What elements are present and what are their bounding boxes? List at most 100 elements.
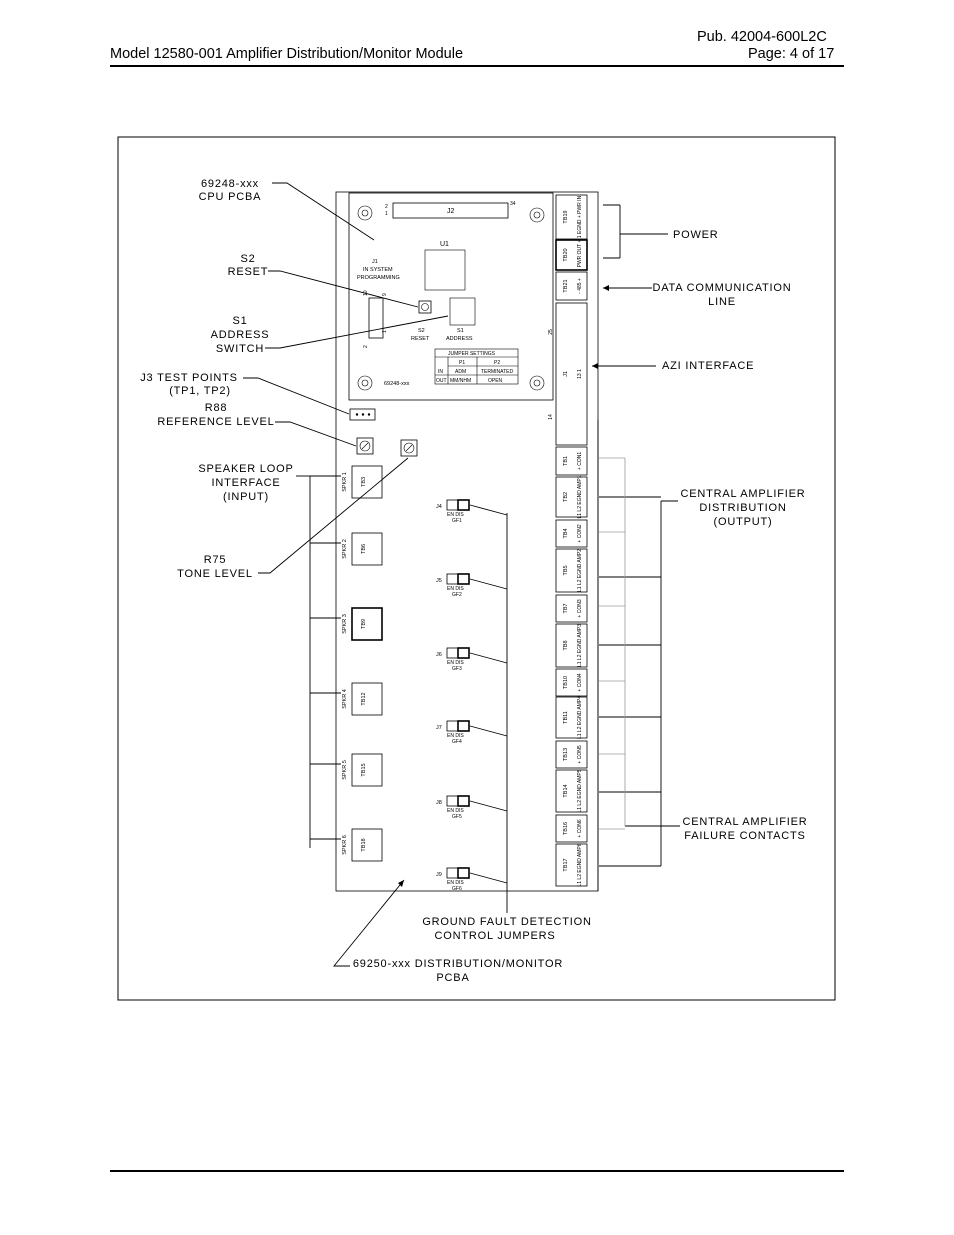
terminal-id: TB10 bbox=[563, 676, 569, 689]
speaker-label: SPKR 3 bbox=[342, 614, 348, 634]
terminal-block bbox=[555, 843, 588, 887]
terminal-block bbox=[555, 623, 588, 668]
terminal-pins: L1 L2 EGND AMP2 bbox=[577, 549, 583, 592]
j1-pin-9: 9 bbox=[382, 293, 388, 296]
header-rule bbox=[110, 65, 844, 67]
gf-jumper-en-dis: EN DIS bbox=[447, 733, 464, 739]
speaker-terminal-block bbox=[351, 682, 383, 716]
jumper-table-row-out: OUT bbox=[436, 378, 447, 384]
jumper-table-out-p1: MM/NHM bbox=[450, 378, 471, 384]
terminal-id: TB14 bbox=[563, 784, 569, 797]
terminal-pin-bottom: 14 bbox=[548, 414, 554, 420]
gf-jumper-en-dis: EN DIS bbox=[447, 512, 464, 518]
j3-test-points-callout: J3 TEST POINTS(TP1, TP2) bbox=[140, 372, 238, 397]
terminal-block bbox=[555, 519, 588, 548]
s1-leader bbox=[265, 315, 449, 349]
s2-switch-knob bbox=[421, 303, 429, 311]
terminal-pins: L1 L2 EGND AMP4 bbox=[577, 696, 583, 739]
j1-label: J1 bbox=[372, 259, 378, 265]
terminal-id: TB21 bbox=[563, 279, 569, 292]
terminal-pins: + CON1 bbox=[577, 452, 583, 470]
terminal-block bbox=[555, 302, 588, 446]
j2-pin-34: 34 bbox=[510, 201, 516, 207]
s1-address-label: ADDRESS bbox=[446, 336, 473, 342]
s1-address-switch bbox=[449, 297, 476, 326]
terminal-pins: + CON4 bbox=[577, 673, 583, 691]
s2-reset-switch bbox=[418, 300, 432, 314]
speaker-terminal-id: TB3 bbox=[361, 477, 367, 487]
gf-jumper-en-dis: EN DIS bbox=[447, 808, 464, 814]
j1-isp-label: IN SYSTEM bbox=[363, 267, 393, 273]
terminal-pins: + CON6 bbox=[577, 819, 583, 837]
cpu-pcba-leader bbox=[272, 182, 375, 241]
s2-label: S2 bbox=[418, 328, 425, 334]
speaker-terminal-block bbox=[351, 465, 383, 499]
j2-pin-2: 2 bbox=[385, 204, 388, 210]
gf-jumper-leader bbox=[469, 652, 508, 664]
terminal-block bbox=[555, 594, 588, 623]
speaker-label: SPKR 5 bbox=[342, 760, 348, 780]
terminal-pins: - PWR OUT + bbox=[577, 239, 583, 270]
j2-pin-1: 1 bbox=[385, 211, 388, 217]
terminal-id: TB20 bbox=[563, 248, 569, 261]
gf-jumper-id: J6 bbox=[436, 652, 442, 658]
s2-leader bbox=[268, 270, 419, 308]
s2-reset-label: RESET bbox=[411, 336, 430, 342]
gf-jumper-en-dis: EN DIS bbox=[447, 660, 464, 666]
u1-label: U1 bbox=[440, 241, 449, 248]
speaker-terminal-block bbox=[351, 753, 383, 787]
gf-jumper-shunt bbox=[457, 499, 470, 511]
r75-knob bbox=[403, 442, 415, 454]
gf-jumper-leader bbox=[469, 578, 508, 590]
speaker-terminal-id: TB6 bbox=[361, 544, 367, 554]
terminal-id: TB13 bbox=[563, 748, 569, 761]
gf-jumper-gf: GF1 bbox=[452, 518, 462, 524]
j1-pin-2: 2 bbox=[363, 345, 369, 348]
u1-chip bbox=[424, 249, 466, 291]
cpu-board-outline bbox=[348, 192, 554, 401]
terminal-id: TB1 bbox=[563, 456, 569, 466]
gf-jumper-leader bbox=[469, 504, 508, 516]
gf-jumper-shunt bbox=[457, 867, 470, 879]
jumper-settings-table: JUMPER SETTINGS P1 P2 IN ADM TERMINATED … bbox=[434, 348, 519, 385]
gf-jumper-id: J8 bbox=[436, 800, 442, 806]
jumper-table-in-p2: TERMINATED bbox=[481, 369, 514, 375]
speaker-terminal-id: TB12 bbox=[361, 692, 367, 705]
gf-jumper-en-dis: EN DIS bbox=[447, 586, 464, 592]
j2-connector bbox=[392, 202, 509, 219]
terminal-block bbox=[555, 668, 588, 697]
terminal-id: J1 bbox=[563, 371, 569, 377]
terminal-pins: L1 L2 EGND AMP1 bbox=[577, 475, 583, 518]
document-title: Model 12580-001 Amplifier Distribution/M… bbox=[110, 46, 464, 62]
jumper-table-col-p1: P1 bbox=[459, 360, 465, 366]
azi-arrow bbox=[592, 363, 598, 369]
terminal-id: TB8 bbox=[563, 640, 569, 650]
terminal-block bbox=[555, 548, 588, 593]
j3-leader bbox=[243, 377, 350, 415]
tp1-pin bbox=[355, 413, 359, 416]
gf-jumper-shunt bbox=[457, 573, 470, 585]
gf-jumper-gf: GF3 bbox=[452, 666, 462, 672]
r88-leader bbox=[275, 421, 357, 447]
terminal-block bbox=[555, 271, 588, 301]
data-comm-arrow bbox=[603, 285, 609, 291]
speaker-terminal-block bbox=[351, 828, 383, 862]
terminal-pins: - 485 + bbox=[577, 278, 583, 294]
terminal-block bbox=[555, 446, 588, 476]
terminal-pins: 13 1 bbox=[577, 369, 583, 379]
speaker-terminal-block bbox=[351, 532, 383, 566]
j1-programming-label: PROGRAMMING bbox=[357, 275, 400, 281]
terminal-id: TB19 bbox=[563, 210, 569, 223]
